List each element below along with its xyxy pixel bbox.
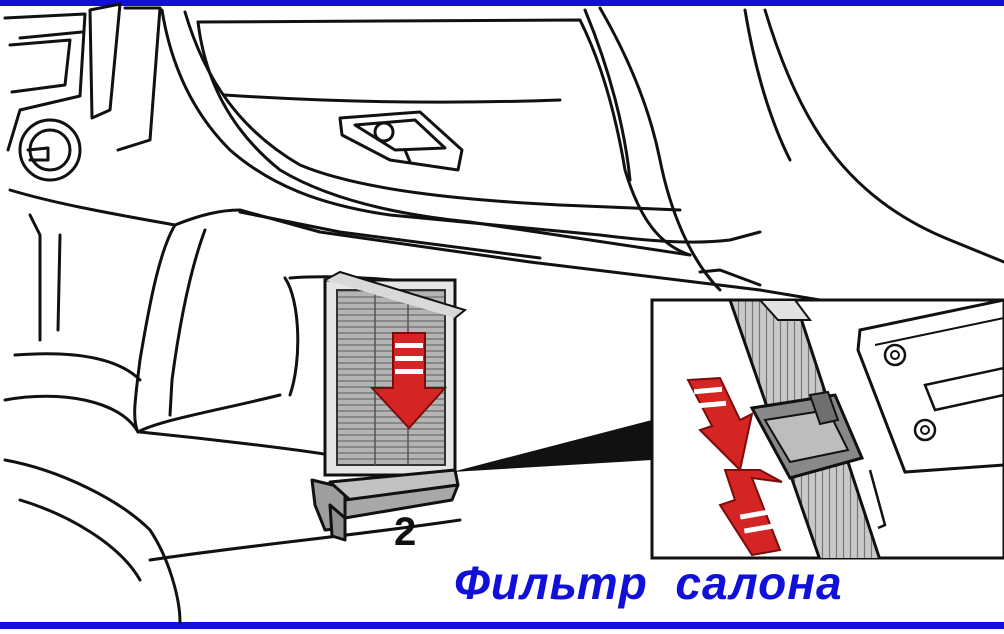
cabin-filter	[323, 270, 468, 477]
callout-leader	[452, 420, 652, 472]
air-vent	[18, 118, 82, 182]
top-frame-bar	[0, 0, 1004, 6]
bottom-frame-bar	[0, 622, 1004, 629]
down-arrow-icon	[369, 332, 448, 430]
caption-text: Фильтр салона	[454, 557, 843, 609]
instrument-panel-outline	[3, 12, 87, 152]
part-number-label: 2	[394, 510, 417, 554]
cluster-bezel	[8, 38, 72, 94]
glovebox-handle	[338, 110, 464, 172]
glovebox-lid	[196, 18, 692, 257]
detail-inset	[650, 298, 1004, 560]
dashboard-upper-edge	[160, 8, 762, 244]
footwell-outline	[13, 352, 142, 382]
pinch-arrows-icon	[686, 376, 783, 557]
lower-dash-panel	[133, 223, 282, 434]
filter-cover-part	[310, 468, 460, 542]
